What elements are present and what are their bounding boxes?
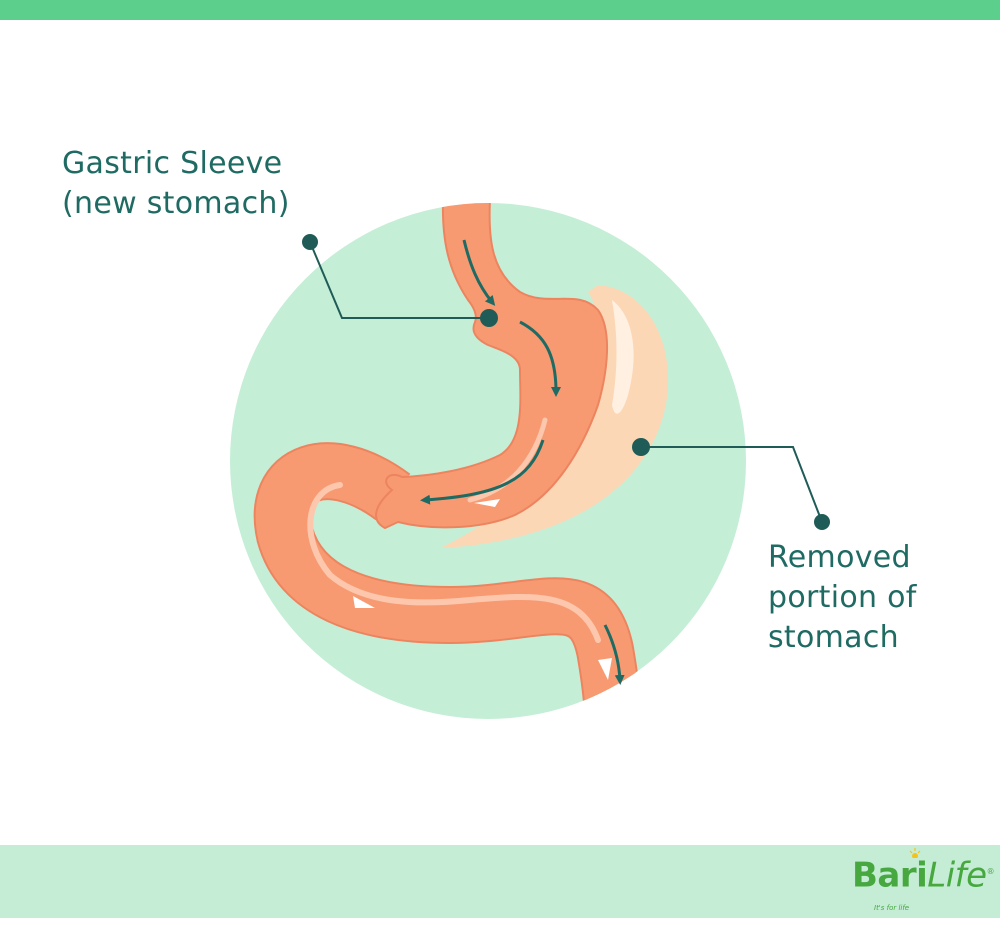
logo-registered-mark: ®	[986, 867, 995, 876]
gastric-sleeve-label-line-1: Gastric Sleeve	[62, 146, 283, 181]
removed-portion-highlight	[612, 300, 634, 414]
gastric-sleeve-label: Gastric Sleeve (new stomach)	[62, 144, 290, 224]
flow-arrow-duodenum	[603, 624, 625, 685]
flow-arrow-white-2	[353, 596, 375, 608]
logo-word-life: Life	[927, 855, 987, 896]
callout-dot-sleeve-start	[302, 234, 318, 250]
gastric-sleeve-label-line-2: (new stomach)	[62, 186, 290, 221]
sleeve-stomach-highlight	[467, 417, 548, 503]
logo-tagline: It's for life	[874, 904, 910, 912]
callout-line-removed	[641, 446, 823, 523]
sun-icon	[909, 848, 921, 858]
flow-arrow-white-1	[474, 499, 500, 507]
callout-line-sleeve	[309, 241, 489, 319]
callout-dot-removed-end	[814, 514, 830, 530]
flow-arrow-sleeve	[519, 320, 561, 397]
logo-word-bari: Bari	[852, 855, 928, 896]
barilife-logo: BariLife® It's for life	[852, 848, 995, 912]
removed-portion-label-line-2: portion of	[768, 580, 917, 615]
removed-portion-label-line-3: stomach	[768, 620, 899, 655]
top-accent-bar	[0, 0, 1000, 20]
flow-arrow-esophagus	[462, 239, 496, 306]
flow-arrow-to-pylorus	[420, 439, 545, 505]
removed-portion-label: Removed portion of stomach	[768, 538, 917, 658]
callout-dot-sleeve-end	[480, 309, 498, 327]
bottom-band	[0, 845, 1000, 918]
callout-dot-removed-start	[632, 438, 650, 456]
removed-portion-label-line-1: Removed	[768, 540, 911, 575]
sleeve-stomach	[375, 203, 609, 530]
intestine-highlight	[307, 482, 601, 643]
removed-stomach-portion	[440, 285, 669, 548]
flow-arrow-white-3	[598, 658, 612, 680]
